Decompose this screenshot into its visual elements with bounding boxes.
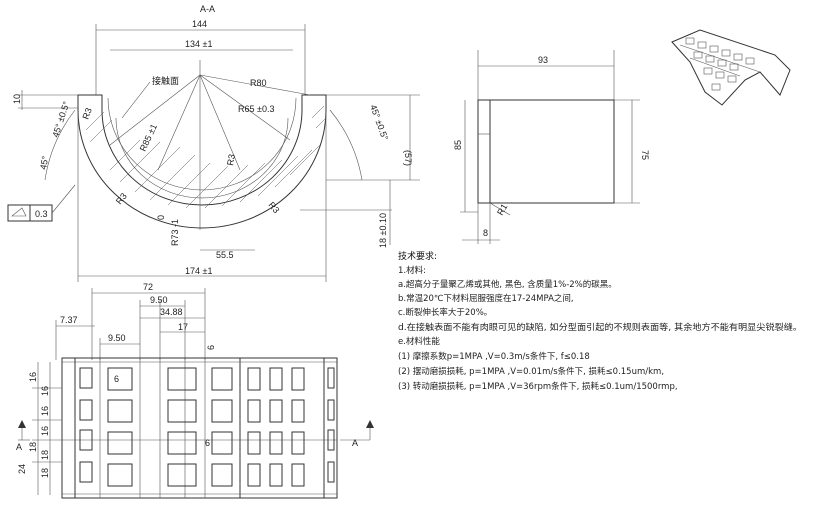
dim-r73: R73 -1 <box>170 219 180 246</box>
contact-face-label: 接触面 <box>152 75 179 86</box>
dim-6-a: 6 <box>114 374 119 384</box>
isometric-sketch <box>671 29 791 106</box>
dim-r80: R80 <box>250 78 267 88</box>
tech-note-line: e.材料性能 <box>398 336 440 347</box>
dim-55-5: 55.5 <box>216 250 234 260</box>
dim-6-b: 6 <box>206 345 216 350</box>
dim-10: 10 <box>12 94 22 104</box>
dim-r1: R1 <box>495 202 509 217</box>
tech-note-line: (3) 转动磨损损耗, p=1MPA ,V=36rpm条件下, 损耗≤0.1um… <box>398 381 678 392</box>
dim-85: 85 <box>453 140 463 150</box>
dim-75: 75 <box>640 150 650 160</box>
tech-note-line: (1) 摩擦系数p=1MPA ,V=0.3m/s条件下, f≤0.18 <box>398 351 590 362</box>
dim-24: 24 <box>17 464 27 474</box>
dim-7-37: 7.37 <box>60 315 78 325</box>
dim-r3-mid: R3 <box>225 153 237 166</box>
flatness-value: 0.3 <box>35 209 48 219</box>
dim-34-88: 34.88 <box>160 307 183 317</box>
tech-notes-title: 技术要求: <box>398 250 437 262</box>
tech-note-line: 1.材料: <box>398 265 426 276</box>
dim-16-2: 16 <box>40 386 50 396</box>
angle-right: 45° ±0.5° <box>368 103 390 142</box>
dim-9-50-mid: 9.50 <box>108 333 126 343</box>
angle-45: 45° <box>38 155 50 171</box>
section-a-left: A <box>16 442 22 452</box>
dim-17: 17 <box>178 322 188 332</box>
section-label: A-A <box>200 4 215 14</box>
tech-note-line: b.常温20℃下材料屈服强度在17-24MPA之间, <box>398 293 574 304</box>
dim-134: 134 ±1 <box>185 39 212 49</box>
dim-57: (57) <box>403 150 413 166</box>
front-section-view: A-A 144 134 ±1 <box>7 4 420 282</box>
dim-18-3: 18 <box>40 468 50 478</box>
tech-note-line: (2) 摆动磨损损耗, p=1MPA ,V=0.01m/s条件下, 损耗≤0.1… <box>398 366 664 377</box>
dim-zero: 0 <box>156 215 166 220</box>
dim-r3-left: R3 <box>80 106 93 120</box>
dim-16-1: 16 <box>28 372 38 382</box>
dim-174: 174 ±1 <box>185 266 212 276</box>
dim-144: 144 <box>192 19 207 29</box>
dim-16-4: 16 <box>40 426 50 436</box>
dim-72: 72 <box>143 282 153 292</box>
dim-18-tol: 18 ±0.10 <box>378 213 388 248</box>
dim-18-1: 18 <box>28 442 38 452</box>
dim-r65: R65 ±0.3 <box>238 104 274 114</box>
dim-6-c: 6 <box>205 438 210 448</box>
plan-view: 72 9.50 34.88 17 7.37 9.50 <box>16 282 374 499</box>
dim-93: 93 <box>538 55 548 65</box>
dim-8: 8 <box>483 228 488 238</box>
side-view: 93 85 75 8 R1 <box>453 50 650 244</box>
dim-9-50-top: 9.50 <box>150 295 168 305</box>
dim-18-2: 18 <box>40 450 50 460</box>
tech-note-line: a.超高分子量聚乙烯或其他, 黑色, 含质量1%-2%的碳黑。 <box>398 279 617 290</box>
technical-requirements: 技术要求: 1.材料: a.超高分子量聚乙烯或其他, 黑色, 含质量1%-2%的… <box>398 250 802 392</box>
tech-note-line: c.断裂伸长率大于20%。 <box>398 307 492 318</box>
tech-note-line: d.在接触表面不能有肉眼可见的缺陷, 如分型面引起的不规则表面等, 其余地方不能… <box>398 322 802 333</box>
section-a-right: A <box>352 438 358 448</box>
dim-16-3: 16 <box>40 406 50 416</box>
dim-r85: R85 ±1 <box>138 122 159 152</box>
